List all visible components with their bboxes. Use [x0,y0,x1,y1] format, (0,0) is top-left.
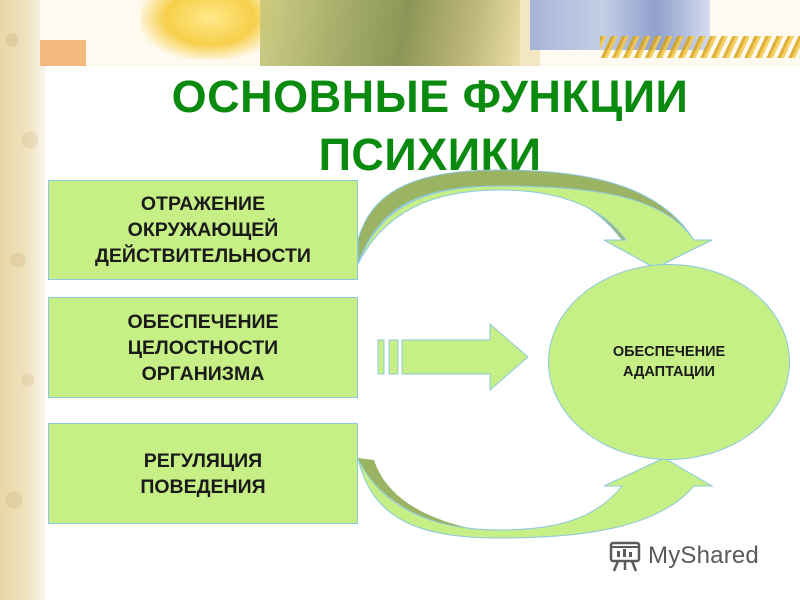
function-box-reflection: ОТРАЖЕНИЕ ОКРУЖАЮЩЕЙ ДЕЙСТВИТЕЛЬНОСТИ [48,180,358,280]
decorative-left-strip [0,0,46,600]
function-box-reflection-line-3: ДЕЙСТВИТЕЛЬНОСТИ [95,245,311,267]
function-box-integrity-line-3: ОРГАНИЗМА [141,362,265,385]
adaptation-ellipse-line-2: АДАПТАЦИИ [623,364,715,380]
header-yellow-leaf [140,0,280,60]
brand-watermark: MyShared [608,538,759,574]
brand-text: MyShared [648,542,759,569]
curved-arrow-bottom [357,457,714,539]
function-box-regulation-line-1: РЕГУЛЯЦИЯ [143,449,263,472]
function-box-integrity-line-2: ЦЕЛОСТНОСТИ [127,336,279,359]
arrow-stripe-1 [377,339,385,375]
function-box-regulation-line-2: ПОВЕДЕНИЯ [140,475,266,498]
decorative-header-banner [40,0,800,66]
function-box-integrity: ОБЕСПЕЧЕНИЕ ЦЕЛОСТНОСТИ ОРГАНИЗМА [48,297,358,398]
function-box-reflection-line-2: ОКРУЖАЮЩЕЙ [127,219,279,241]
arrow-stripe-2 [388,339,399,375]
straight-arrow-middle [377,322,529,392]
adaptation-ellipse: ОБЕСПЕЧЕНИЕ АДАПТАЦИИ [548,264,790,460]
arrow-body [401,322,529,392]
presentation-board-icon [609,541,641,572]
function-box-regulation: РЕГУЛЯЦИЯ ПОВЕДЕНИЯ [48,423,358,524]
function-box-integrity-line-1: ОБЕСПЕЧЕНИЕ [127,310,279,333]
curved-arrow-top [357,169,713,269]
adaptation-ellipse-line-1: ОБЕСПЕЧЕНИЕ [612,344,726,360]
function-box-reflection-line-1: ОТРАЖЕНИЕ [140,193,266,215]
header-green-leaves [260,0,520,66]
header-gold-grass [600,36,800,58]
slide-title-line-1: ОСНОВНЫЕ ФУНКЦИИ [171,71,689,122]
header-orange-square [40,40,86,66]
